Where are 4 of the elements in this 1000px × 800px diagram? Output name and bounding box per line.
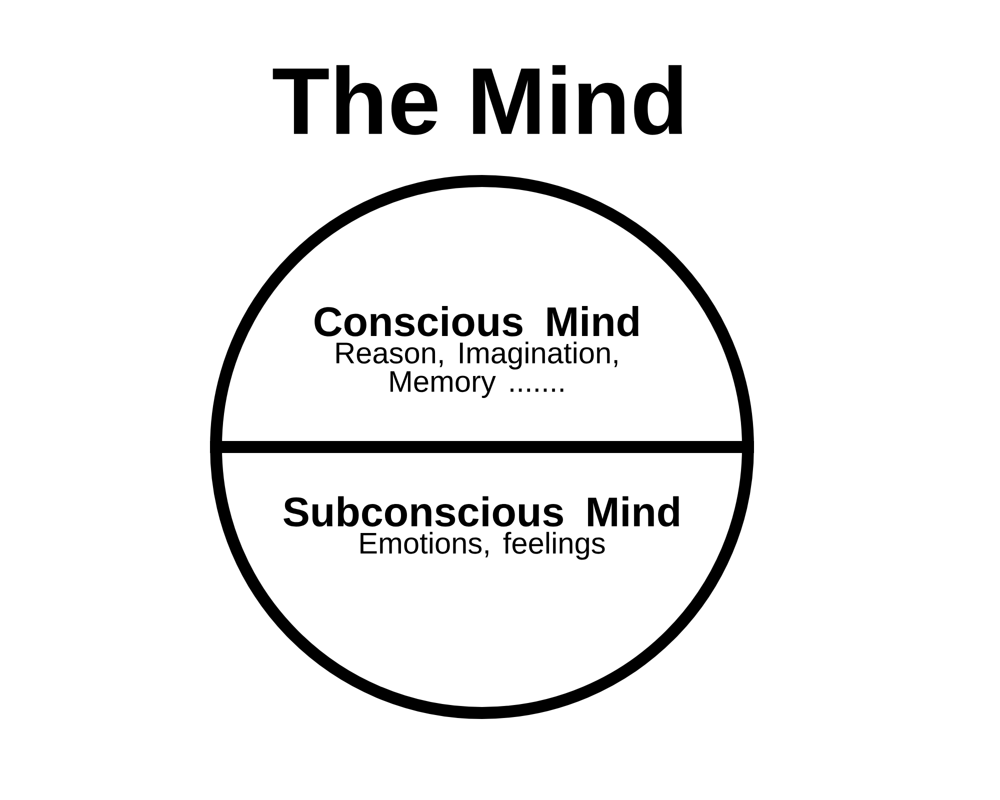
circle-diagram bbox=[210, 175, 754, 719]
section-label: Conscious Mind Reason, Imagination, Memory ....... bbox=[314, 306, 638, 398]
title: The Mind bbox=[272, 65, 682, 135]
section-label: Subconscious Mind Emotions, feelings bbox=[284, 496, 679, 560]
